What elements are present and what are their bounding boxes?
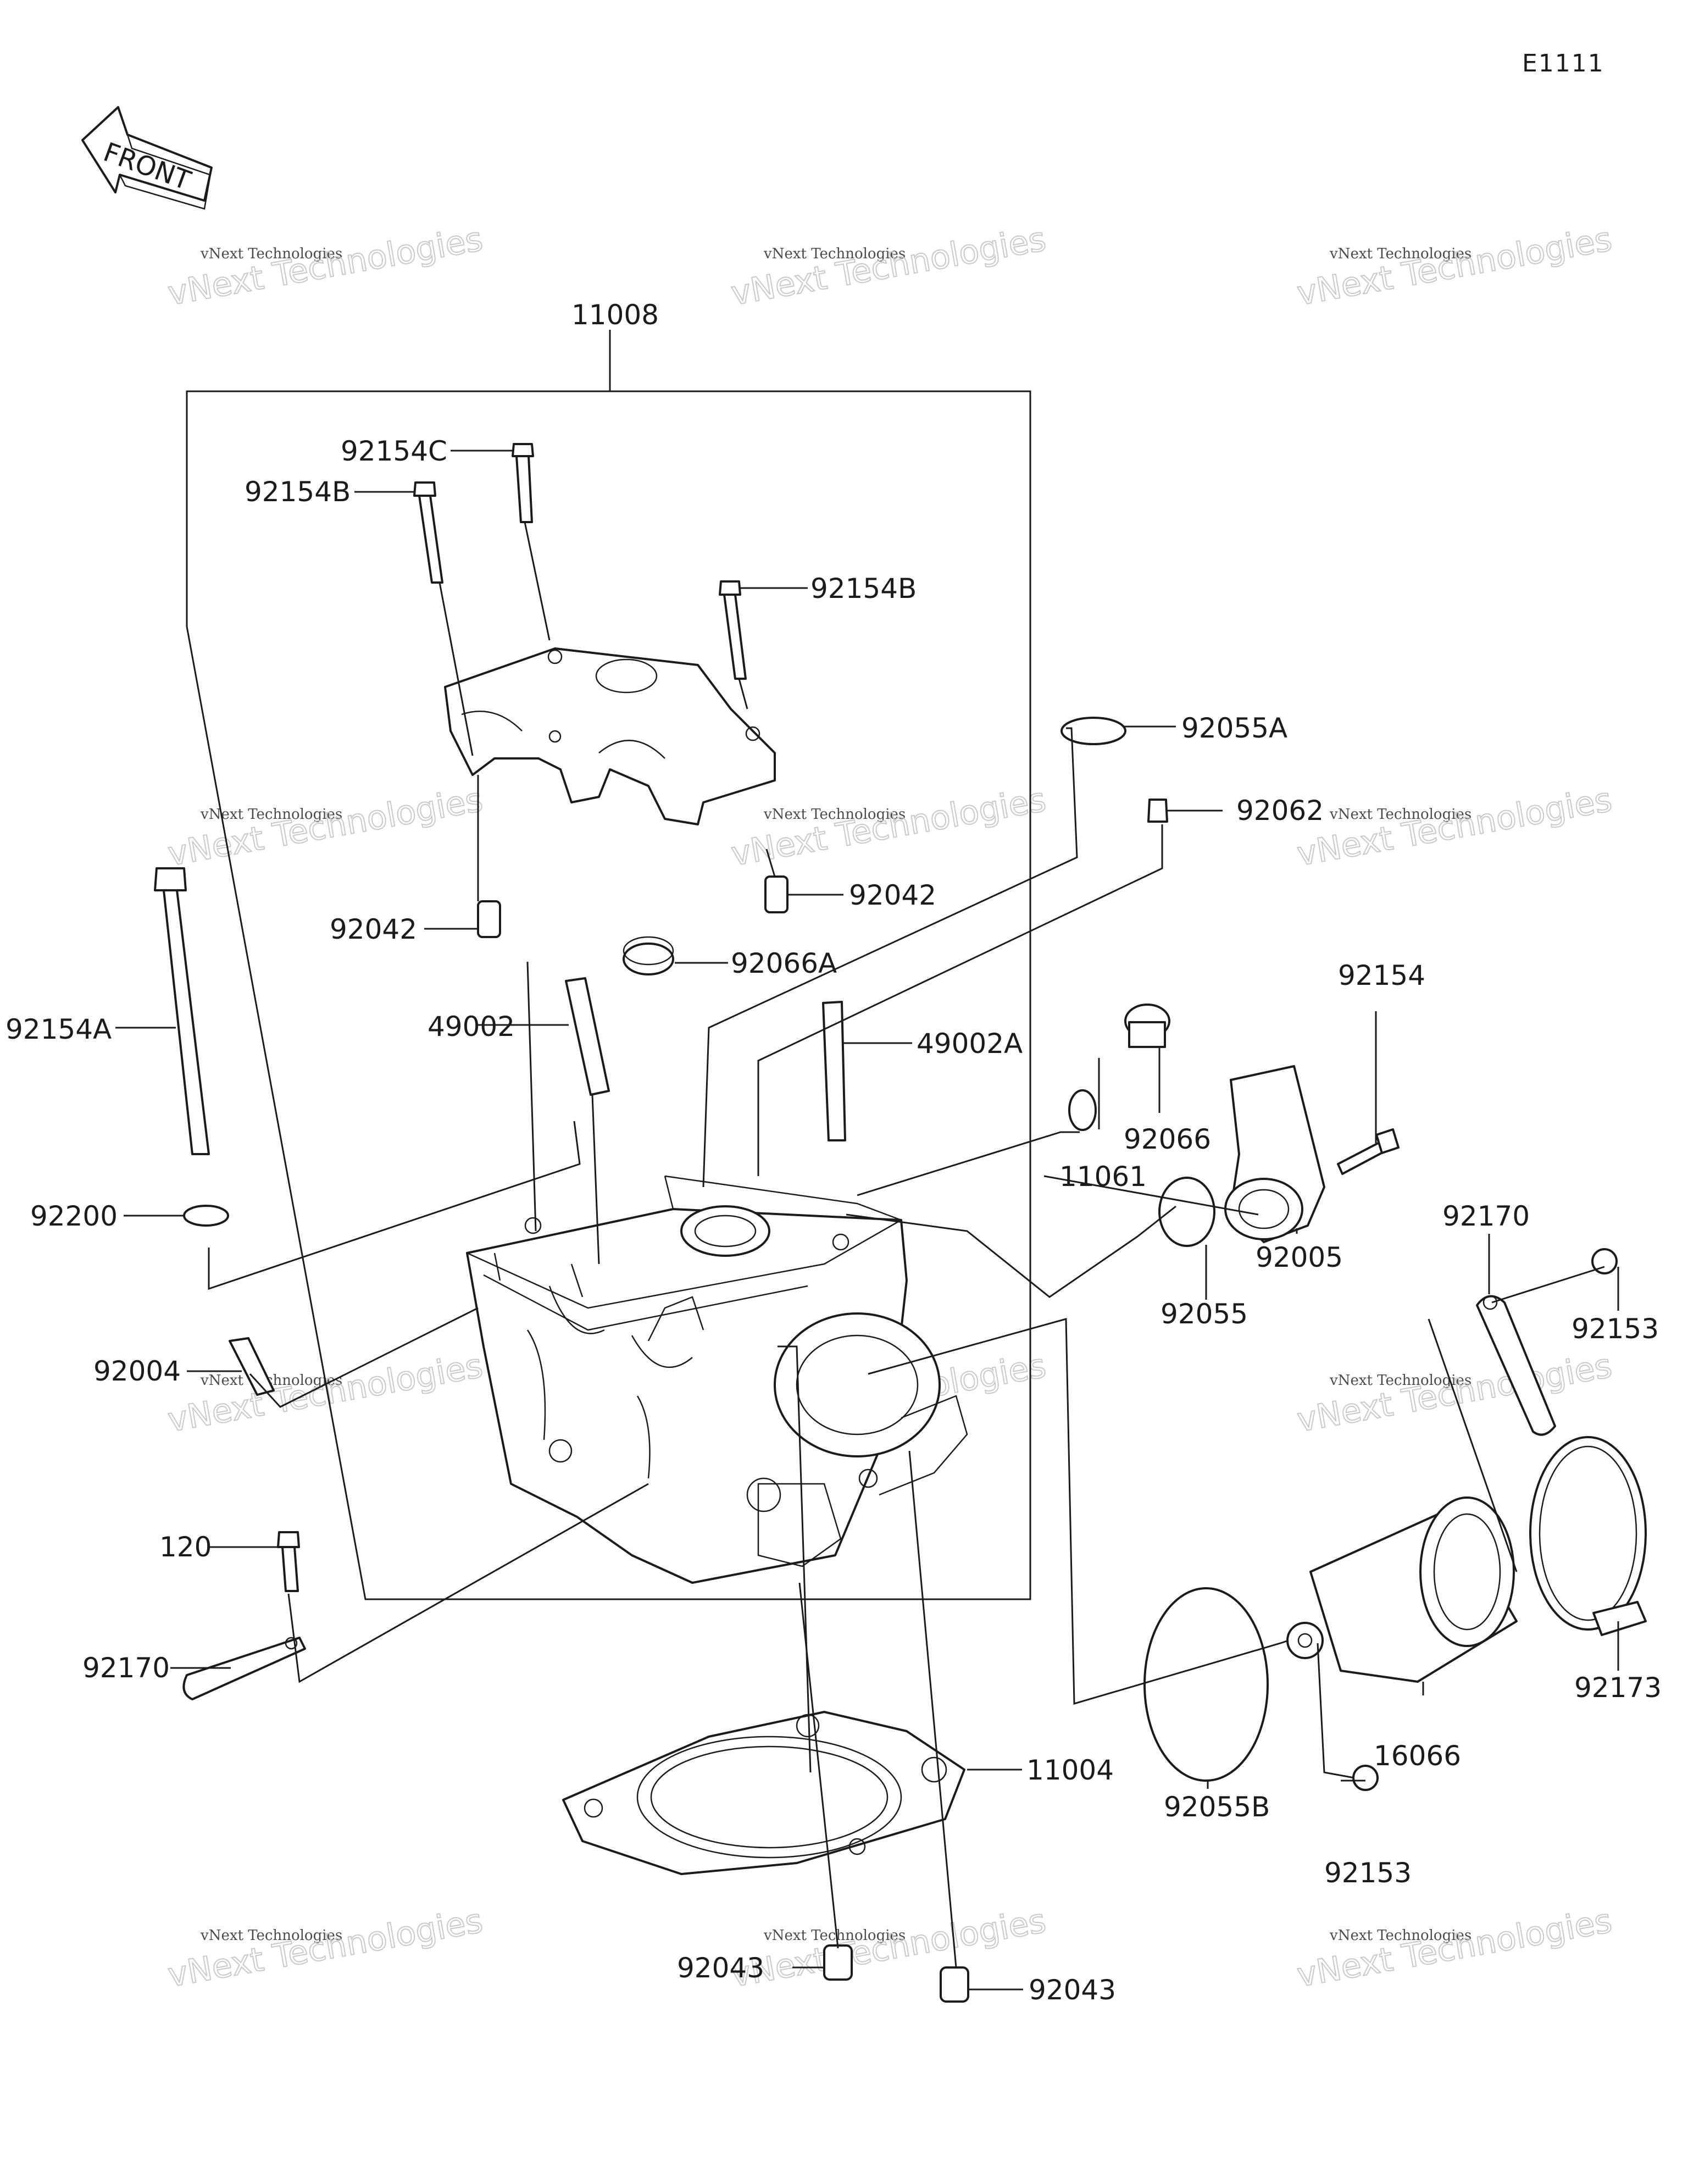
label-92042-right: 92042 [849,879,936,911]
plug-92062 [1147,799,1168,823]
label-49002a: 49002A [917,1028,1023,1060]
oring-92055a [1060,717,1126,745]
svg-text:vNext Technologies: vNext Technologies [763,806,906,823]
holder-16066 [1286,1496,1518,1683]
label-92004: 92004 [93,1355,181,1387]
label-92154c: 92154C [341,435,447,467]
label-49002: 49002 [427,1011,515,1043]
svg-text:vNext Technologies: vNext Technologies [728,780,1048,874]
label-92154b-right: 92154B [810,573,917,605]
svg-text:vNext Technologies: vNext Technologies [165,1346,485,1440]
valve-guide-49002a [822,1001,846,1141]
label-120: 120 [159,1531,212,1563]
fitting-92005 [1224,1065,1325,1243]
stud-92004 [229,1337,275,1396]
svg-text:vNext Technologies: vNext Technologies [763,246,906,262]
diagram-code: E1111 [1522,49,1604,77]
plate-92170-left [182,1637,306,1700]
oring-92055b [1143,1587,1269,1782]
camshaft-cap [444,647,776,825]
label-92055: 92055 [1160,1298,1248,1330]
label-92055a: 92055A [1181,712,1287,744]
label-92154: 92154 [1338,960,1425,991]
bolt-92154 [1337,1128,1400,1175]
bolt-92154b-right [719,580,747,680]
gasket-11004 [562,1711,965,1875]
dowel-92042-right [764,875,789,913]
oring-92055 [1158,1177,1215,1247]
front-arrow-icon: FRONT [81,106,213,210]
label-92043-right: 92043 [1029,1974,1116,2006]
svg-text:vNext Technologies: vNext Technologies [1294,220,1614,313]
svg-text:vNext Technologies: vNext Technologies [1294,780,1614,874]
label-92170-left: 92170 [82,1652,170,1684]
dowel-92043-right [940,1966,969,2003]
plug-92066a [623,936,674,975]
svg-text:vNext Technologies: vNext Technologies [200,246,342,262]
svg-text:vNext Technologies: vNext Technologies [763,1927,906,1944]
svg-text:vNext Technologies: vNext Technologies [165,1902,485,1995]
bolt-92154c [512,443,534,523]
label-92062: 92062 [1236,795,1324,827]
svg-text:vNext Technologies: vNext Technologies [165,220,485,313]
label-92005: 92005 [1256,1241,1343,1273]
label-92055b: 92055B [1164,1791,1270,1823]
leader-lines [115,450,1619,1991]
svg-text:vNext Technologies: vNext Technologies [1294,1902,1614,1995]
assembly-bracket [186,330,1031,1600]
svg-text:vNext Technologies: vNext Technologies [165,780,485,874]
oring-11061 [1068,1089,1097,1131]
label-92154a: 92154A [5,1013,112,1045]
svg-text:vNext Technologies: vNext Technologies [728,1902,1048,1995]
bolt-92154b-left [413,481,443,584]
label-92043-left: 92043 [677,1952,764,1984]
label-11008: 11008 [571,299,659,331]
label-11061: 11061 [1059,1161,1147,1193]
label-92066a: 92066A [731,947,837,979]
dowel-92042-left [477,900,501,938]
label-92200: 92200 [30,1200,118,1232]
label-16066: 16066 [1374,1740,1461,1772]
plug-92066 [1124,1004,1170,1048]
label-92154b-left: 92154B [245,476,351,508]
cylinder-head [466,1175,968,1584]
label-92042-left: 92042 [330,913,417,945]
svg-text:vNext Technologies: vNext Technologies [200,1927,342,1944]
bolt-120 [277,1531,300,1592]
part-labels: 92154C 92154B 92154B 92055A 92062 92042 … [5,435,1662,2006]
svg-text:vNext Technologies: vNext Technologies [200,806,342,823]
label-11004: 11004 [1026,1754,1114,1786]
svg-text:vNext Technologies: vNext Technologies [728,220,1048,313]
washer-92200 [183,1205,229,1227]
screw-92153-right [1591,1248,1618,1274]
label-92173: 92173 [1574,1672,1662,1704]
clamp-band-92170 [1476,1295,1556,1436]
svg-text:vNext Technologies: vNext Technologies [1329,246,1472,262]
dowel-92043-left [823,1944,853,1981]
clamp-92173 [1529,1436,1647,1636]
label-92153-right: 92153 [1572,1313,1659,1345]
label-92153-bottom: 92153 [1324,1857,1412,1889]
svg-text:vNext Technologies: vNext Technologies [1329,806,1472,823]
svg-text:vNext Technologies: vNext Technologies [1329,1927,1472,1944]
label-92066: 92066 [1124,1123,1211,1155]
label-92170-right: 92170 [1442,1200,1530,1232]
bolt-92154a [154,867,210,1155]
valve-guide-49002 [565,977,610,1096]
